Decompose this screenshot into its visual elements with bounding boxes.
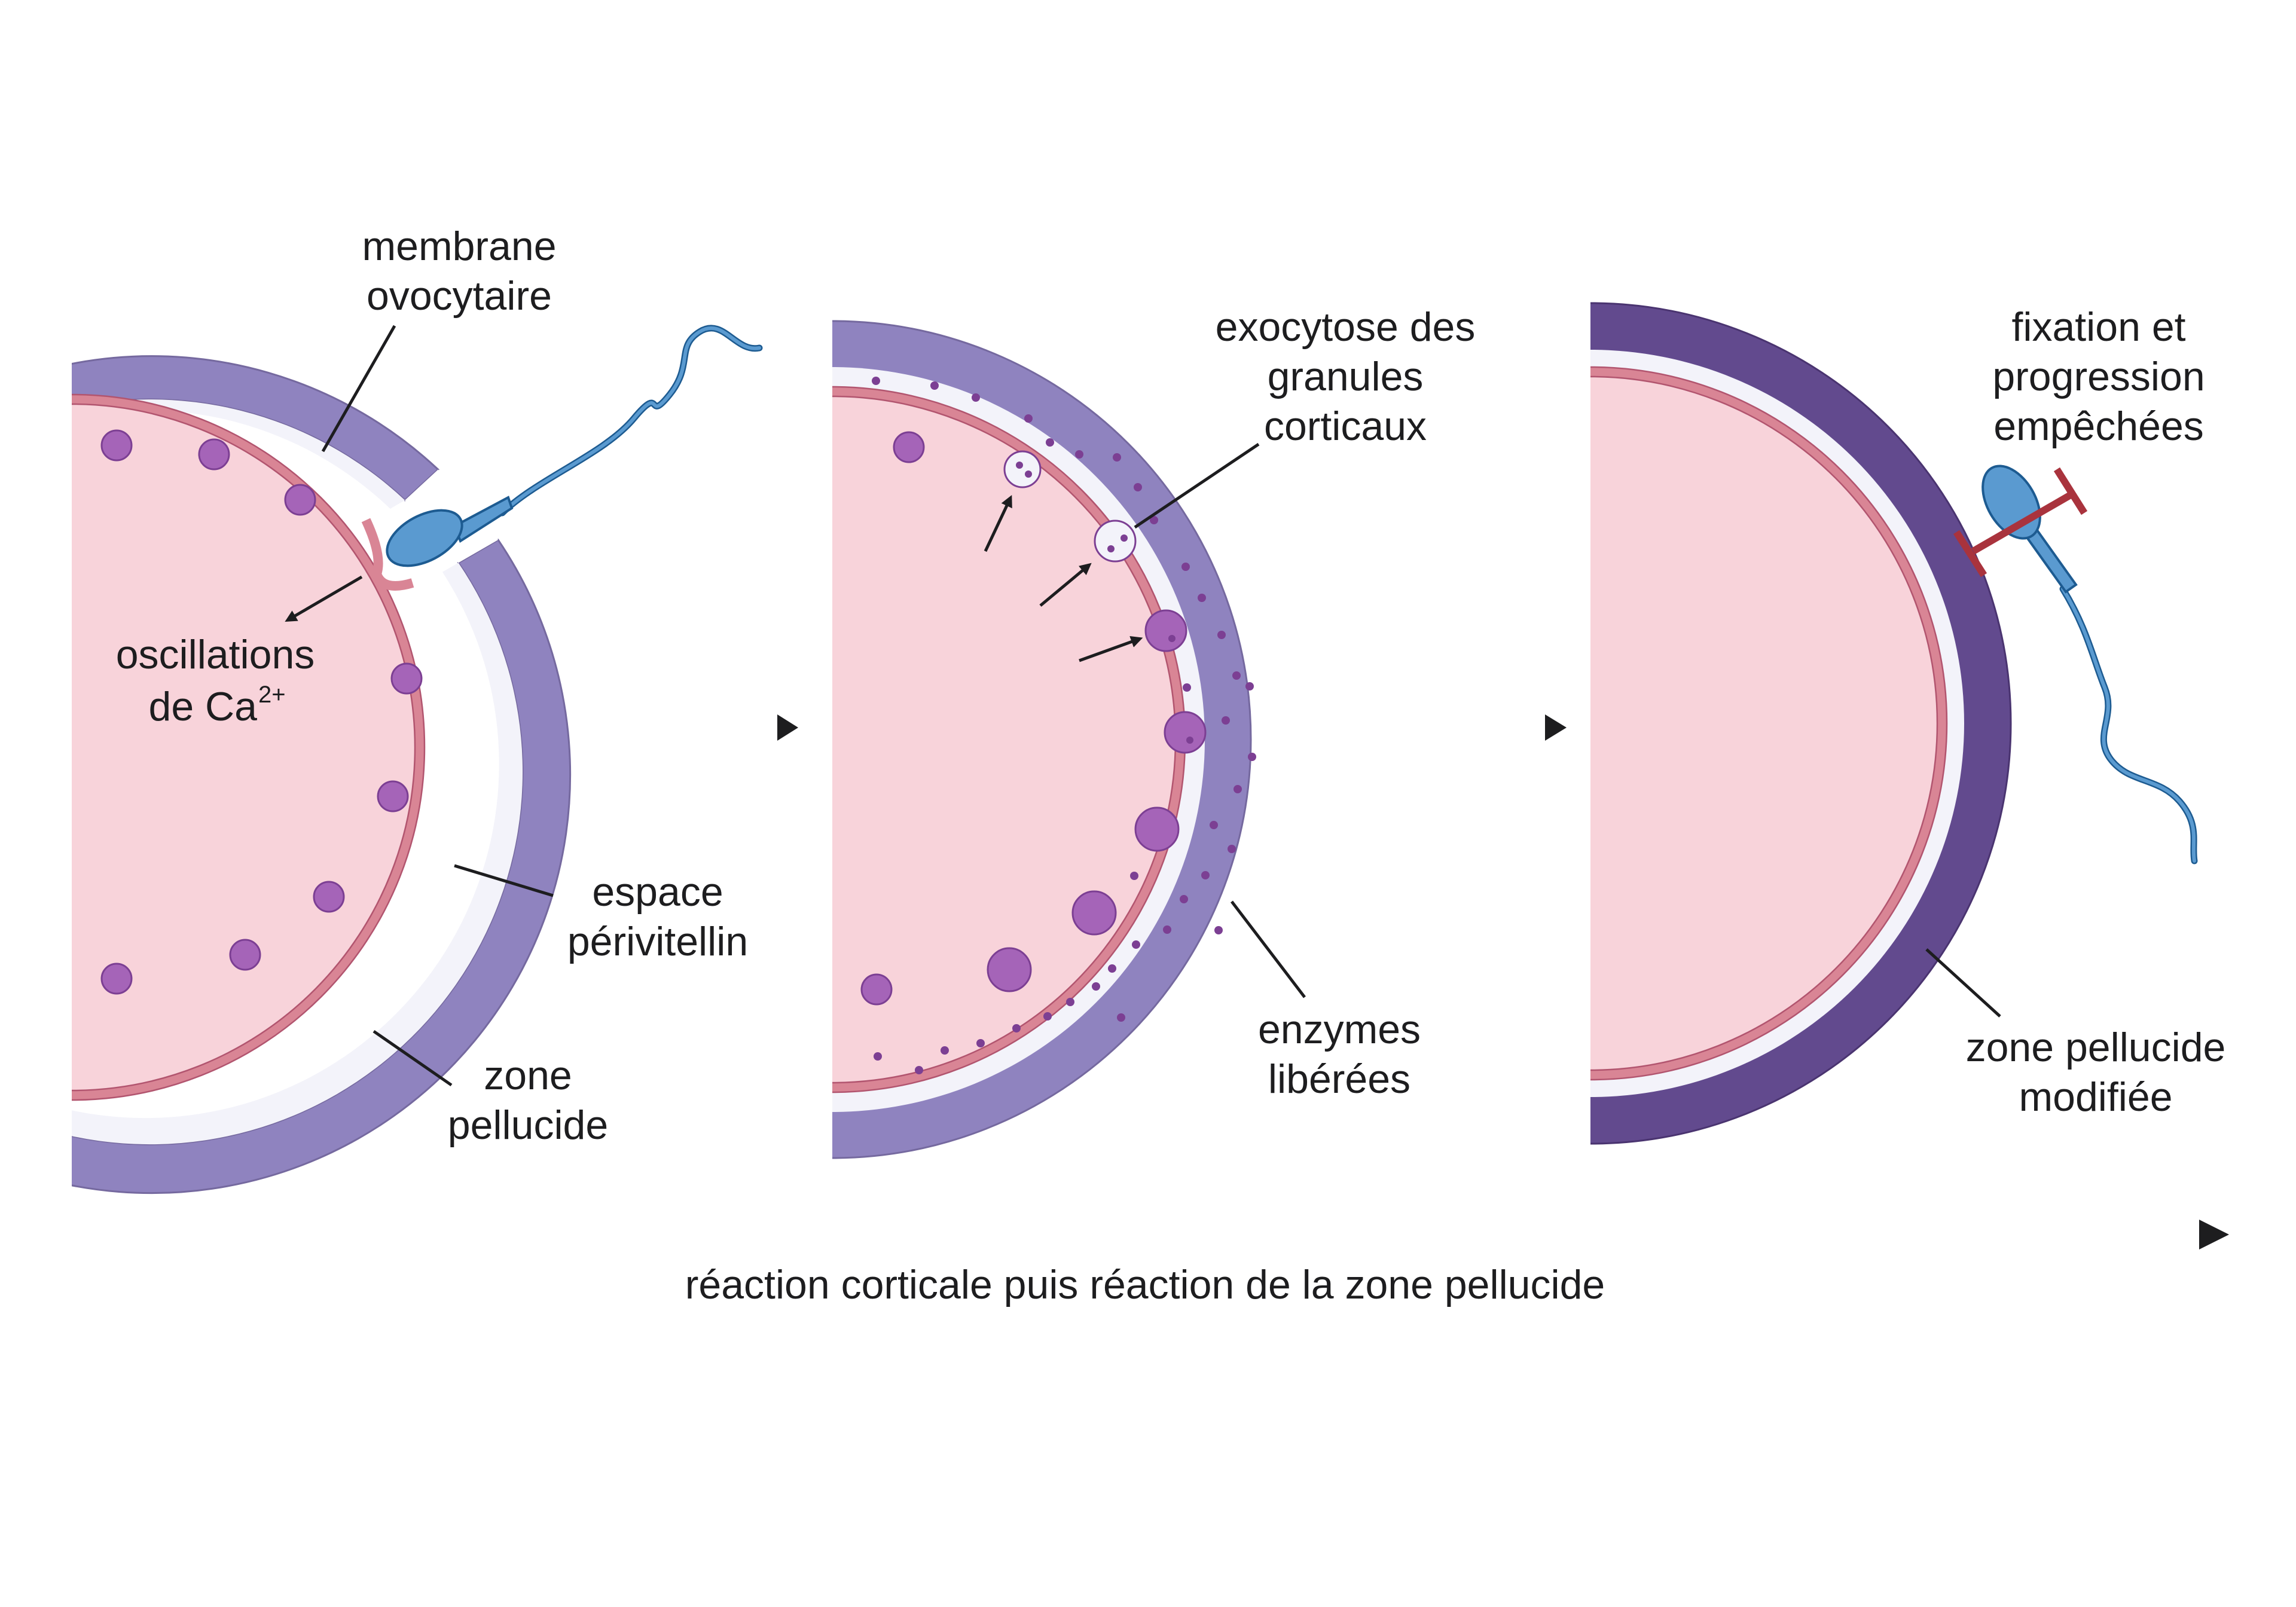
calcium-label: de Ca bbox=[149, 684, 258, 729]
fusing-granule bbox=[987, 947, 1032, 992]
cortical-granule bbox=[100, 429, 133, 462]
exocytosis-label: granules bbox=[1268, 354, 1424, 399]
cortical-granule bbox=[313, 881, 345, 913]
fusing-granule bbox=[1071, 890, 1117, 936]
block-symbol bbox=[1953, 467, 2088, 578]
granule-arrow bbox=[1079, 636, 1143, 662]
zona-label: pellucide bbox=[448, 1102, 608, 1148]
timeline-caption: réaction corticale puis réaction de la z… bbox=[685, 1262, 1605, 1307]
cortical-granule bbox=[390, 662, 423, 695]
zona-leader-line bbox=[373, 1029, 453, 1087]
fusing-granule bbox=[1094, 520, 1137, 563]
sperm-head bbox=[386, 509, 463, 567]
oocyte-membrane bbox=[1590, 367, 1947, 1080]
fusing-granule bbox=[1134, 806, 1180, 852]
stage-2-labels: exocytose des granules corticaux enzymes… bbox=[1216, 304, 1476, 1102]
modified-zona-label: zone pellucide bbox=[1966, 1025, 2226, 1070]
exocytosis-label: exocytose des bbox=[1216, 304, 1476, 350]
blocked-label: empêchées bbox=[1993, 404, 2204, 449]
cytoplasm bbox=[72, 404, 415, 1090]
enzymes-label: enzymes bbox=[1258, 1007, 1421, 1052]
calcium-label: oscillations bbox=[116, 632, 315, 677]
modified-zona-leader-line bbox=[1925, 948, 2001, 1018]
timeline: réaction corticale puis réaction de la z… bbox=[84, 1220, 2229, 1307]
stage-1-pointers bbox=[285, 325, 554, 1087]
fusing-granules bbox=[860, 431, 1207, 1006]
stage-1-labels: membrane ovocytaire oscillations de Ca 2… bbox=[116, 224, 748, 1148]
zona-pellucida-ring bbox=[72, 355, 572, 1194]
oocyte-membrane bbox=[72, 395, 425, 1100]
cortical-granule bbox=[198, 438, 230, 471]
space-label: espace bbox=[592, 869, 723, 915]
enzymes-label: libérées bbox=[1268, 1056, 1410, 1102]
modified-zona-label: modifiée bbox=[2019, 1074, 2172, 1120]
cortical-granule bbox=[860, 973, 893, 1006]
calcium-superscript: 2+ bbox=[258, 682, 286, 708]
calcium-arrow bbox=[285, 575, 363, 622]
cytoplasm bbox=[1590, 377, 1937, 1070]
space-label: périvitellin bbox=[567, 919, 748, 964]
granule-arrow bbox=[1039, 563, 1092, 607]
cortical-granule bbox=[100, 963, 133, 995]
exocytosis-label: corticaux bbox=[1264, 404, 1427, 449]
stage-1-oocyte bbox=[72, 355, 572, 1194]
released-enzymes bbox=[872, 377, 1256, 1074]
granule-arrow bbox=[984, 494, 1012, 552]
cortical-granule bbox=[229, 939, 261, 971]
zona-label: zone bbox=[484, 1053, 572, 1098]
membrane-label: membrane bbox=[362, 224, 556, 269]
cortical-granule bbox=[377, 780, 409, 812]
fusing-granule bbox=[1164, 711, 1207, 754]
fusing-granule bbox=[1003, 450, 1042, 488]
cortical-granule bbox=[284, 484, 316, 516]
blocked-label: progression bbox=[1992, 354, 2205, 399]
space-leader-line bbox=[454, 864, 554, 897]
cytoplasm bbox=[832, 396, 1176, 1083]
blocked-label: fixation et bbox=[2011, 304, 2185, 350]
stage-2-pointers bbox=[984, 442, 1306, 998]
cortical-granules bbox=[100, 429, 423, 995]
stage-3-labels: fixation et progression empêchées zone p… bbox=[1966, 304, 2226, 1120]
fusing-granule bbox=[1144, 609, 1187, 652]
cortical-granule bbox=[893, 431, 925, 463]
sperm-stage-1 bbox=[386, 325, 763, 567]
exocytosis-leader-line bbox=[1134, 442, 1260, 529]
enzymes-leader-line bbox=[1231, 900, 1306, 998]
membrane-leader-line bbox=[321, 325, 396, 453]
membrane-label: ovocytaire bbox=[367, 273, 552, 319]
stage-3-oocyte bbox=[1590, 302, 2012, 1145]
